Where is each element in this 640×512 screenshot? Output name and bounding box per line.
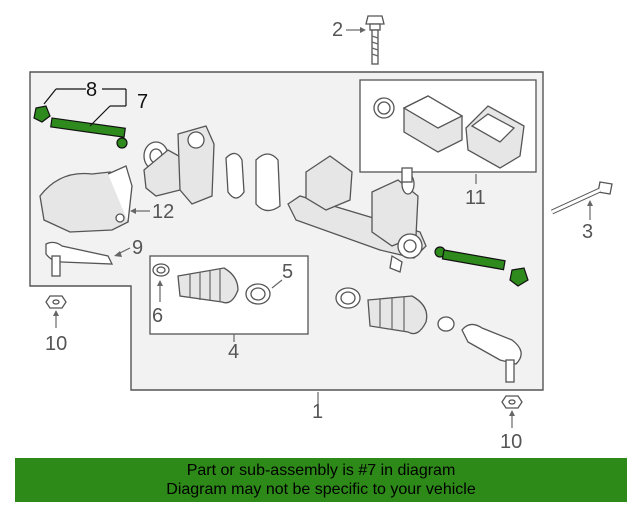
boot-kit-part-4 (152, 263, 271, 305)
gear-housing-parts (143, 125, 281, 212)
bolt-part-3 (550, 181, 613, 215)
callout-9: 9 (132, 237, 143, 259)
control-module-part-11 (373, 95, 525, 169)
callout-3: 3 (582, 221, 593, 243)
callout-7: 7 (137, 91, 148, 113)
callout-8: 8 (86, 79, 97, 101)
steering-gear-housing (287, 155, 427, 273)
callout-12: 12 (152, 201, 174, 223)
callout-10-right: 10 (500, 431, 522, 453)
callout-5: 5 (282, 261, 293, 283)
callout-4: 4 (228, 341, 239, 363)
nut-part-10-right (501, 395, 523, 409)
lower-right-components (335, 287, 522, 383)
inner-tie-rod-part-7-right (434, 246, 529, 287)
callout-1: 1 (312, 401, 323, 423)
banner-line-2: Diagram may not be specific to your vehi… (166, 481, 476, 498)
callout-6: 6 (152, 305, 163, 327)
bolt-part-2 (365, 15, 385, 65)
info-banner: Part or sub-assembly is #7 in diagram Di… (15, 458, 627, 502)
heat-shield-part-12 (39, 165, 133, 233)
callout-10-left: 10 (45, 333, 67, 355)
callout-2: 2 (332, 19, 343, 41)
parts-diagram: 2 3 8 7 12 9 (29, 15, 613, 453)
callout-11: 11 (465, 187, 486, 209)
nut-part-10-left (45, 295, 67, 309)
banner-line-1: Part or sub-assembly is #7 in diagram (186, 462, 456, 479)
tie-rod-end-part-9-left (45, 241, 114, 277)
inner-tie-rod-part-7-left (33, 105, 128, 149)
